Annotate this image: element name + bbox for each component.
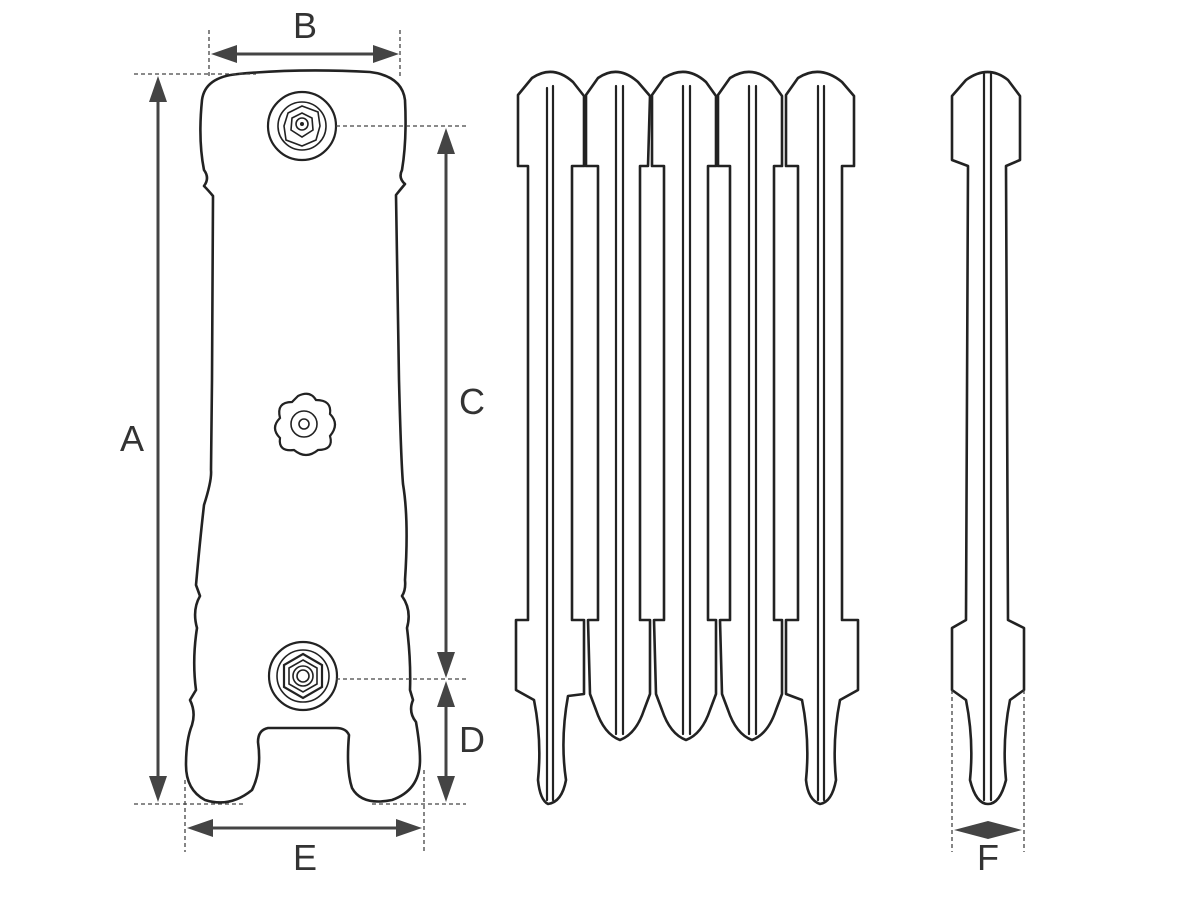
label-a: A bbox=[120, 418, 144, 459]
fin-5 bbox=[784, 70, 860, 806]
fin-2 bbox=[584, 70, 652, 742]
side-view bbox=[514, 70, 860, 806]
dimension-c bbox=[437, 128, 455, 678]
end-profile-outline bbox=[950, 70, 1026, 806]
label-f: F bbox=[977, 837, 999, 878]
fin-4 bbox=[716, 70, 784, 742]
label-d: D bbox=[459, 719, 485, 760]
dimension-lines bbox=[134, 30, 1025, 852]
fin-1 bbox=[514, 70, 586, 806]
dimension-d bbox=[437, 681, 455, 802]
dimension-a bbox=[149, 76, 167, 802]
end-view bbox=[950, 70, 1026, 806]
dimension-e bbox=[187, 819, 422, 837]
dimension-b bbox=[211, 45, 399, 63]
label-c: C bbox=[459, 381, 485, 422]
label-b: B bbox=[293, 5, 317, 46]
top-boss bbox=[266, 90, 338, 162]
bottom-boss bbox=[267, 640, 339, 712]
dimension-f bbox=[954, 821, 1022, 839]
label-e: E bbox=[293, 837, 317, 878]
fin-3 bbox=[650, 70, 718, 742]
middle-flower bbox=[273, 392, 337, 457]
front-view bbox=[184, 69, 422, 804]
